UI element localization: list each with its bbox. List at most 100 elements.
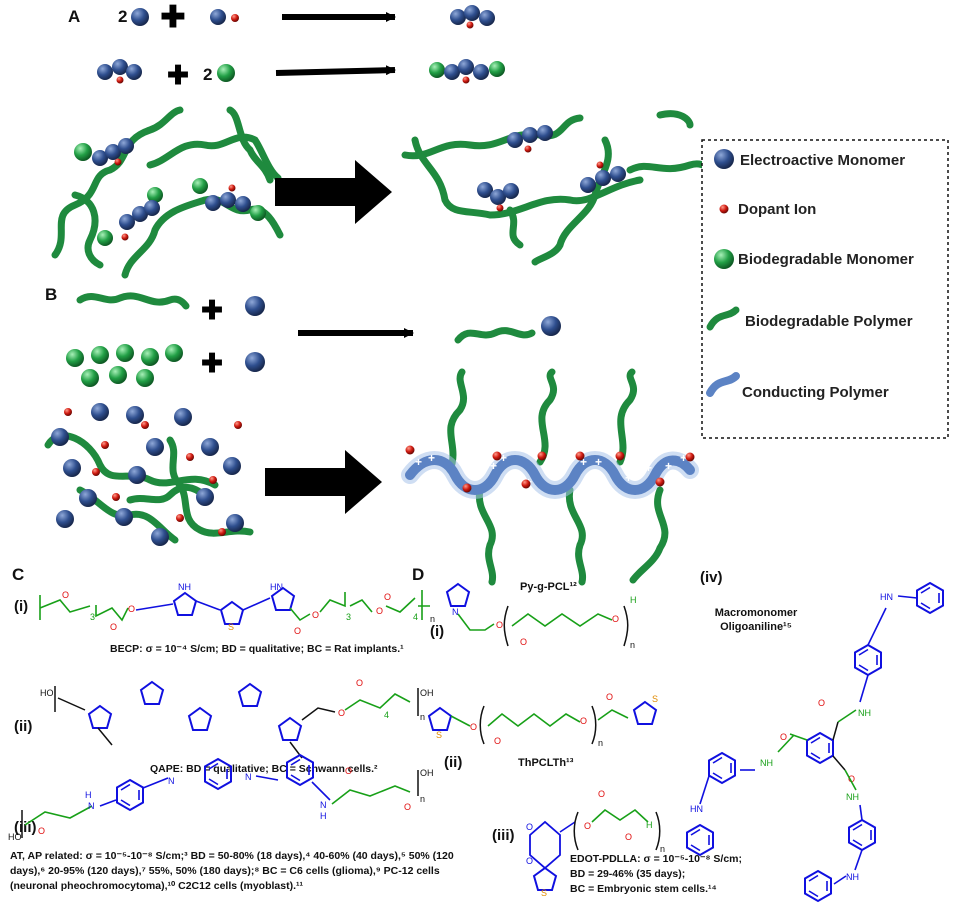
svg-text:n: n	[430, 614, 435, 624]
dopant-ion	[524, 145, 532, 153]
svg-text:O: O	[470, 722, 477, 732]
grafted-chain	[629, 486, 669, 584]
legend-conducting-swatch	[706, 372, 740, 397]
electroactive-monomer	[131, 8, 149, 26]
biodegradable-polymer-chain	[401, 114, 584, 160]
structure-d-ii: S O O O n O S (ii) ThPCLTh¹³	[428, 692, 658, 771]
legend-electroactive-swatch	[714, 149, 734, 169]
legend-dopant-swatch	[719, 204, 729, 214]
electroactive-monomer	[595, 170, 611, 186]
scattered-dopant	[64, 408, 242, 536]
large-reaction-arrow	[275, 160, 392, 224]
electroactive-monomer	[458, 59, 474, 75]
svg-text:NH: NH	[858, 708, 871, 718]
structure-d-i-name: Py-g-PCL¹²	[520, 581, 577, 593]
caption-edot-pdlla: EDOT-PDLLA: σ = 10⁻⁵-10⁻⁸ S/cm; BD = 29-…	[570, 853, 742, 895]
electroactive-monomer	[450, 9, 466, 25]
panel-b-mixture	[44, 403, 254, 546]
svg-text:OH: OH	[420, 768, 434, 778]
svg-text:H: H	[630, 595, 637, 605]
electroactive-monomer	[205, 195, 221, 211]
dopant-ion	[466, 21, 474, 29]
svg-text:H: H	[320, 811, 327, 821]
panel-a-row2: ✚ 2	[97, 59, 505, 90]
panel-label-a: A	[68, 7, 80, 26]
svg-text:S: S	[652, 694, 658, 704]
svg-text:+: +	[415, 455, 422, 469]
svg-text:4: 4	[384, 710, 389, 720]
biodegradable-monomer	[147, 187, 163, 203]
svg-text:n: n	[660, 844, 665, 854]
dopant-ion	[462, 76, 470, 84]
svg-text:H: H	[646, 820, 653, 830]
electroactive-monomer	[444, 64, 460, 80]
biodegradable-polymer-chain	[146, 133, 282, 182]
svg-text:3: 3	[90, 612, 95, 622]
biodegradable-polymer-chain	[71, 191, 104, 269]
plus-sign: ✚	[167, 60, 189, 90]
caption-becp: BECP: σ = 10⁻⁴ S/cm; BD = qualitative; B…	[110, 643, 404, 655]
svg-text:n: n	[598, 738, 603, 748]
svg-text:AT, AP related: σ = 10⁻⁵-10⁻⁸: AT, AP related: σ = 10⁻⁵-10⁻⁸ S/cm;³ BD …	[10, 850, 454, 862]
dopant-ion	[231, 14, 239, 22]
legend-biodeg-polymer-label: Biodegradable Polymer	[745, 313, 913, 330]
svg-text:O: O	[404, 802, 411, 812]
grafted-chain	[565, 486, 587, 586]
electroactive-monomer	[464, 5, 480, 21]
caption-at: AT, AP related: σ = 10⁻⁵-10⁻⁸ S/cm;³ BD …	[10, 850, 454, 892]
coefficient-2: 2	[118, 7, 127, 26]
svg-text:3: 3	[346, 612, 351, 622]
svg-text:O: O	[356, 678, 363, 688]
electroactive-monomer	[118, 138, 134, 154]
electroactive-monomer	[235, 196, 251, 212]
electroactive-monomer	[490, 189, 506, 205]
svg-text:N: N	[245, 772, 252, 782]
svg-text:N: N	[320, 800, 327, 810]
structure-c-i: (i) O 3 O O NH S HN O O 3 O O 4 n	[14, 582, 435, 636]
electroactive-monomer	[610, 166, 626, 182]
panel-a-monomers	[74, 138, 266, 246]
electroactive-monomer	[220, 192, 236, 208]
svg-text:+: +	[490, 459, 497, 473]
electroactive-monomer	[479, 10, 495, 26]
structure-d-i: N O (i) Py-g-PCL¹² O O H n	[430, 581, 637, 650]
panel-label-d: D	[412, 565, 424, 584]
biodegradable-monomer	[217, 64, 235, 82]
structure-c-iii-label: (iii)	[14, 819, 37, 836]
grafted-chain	[616, 368, 638, 466]
panel-a-row1: 2 ✚	[118, 1, 495, 34]
grafted-chain	[475, 486, 497, 586]
svg-text:+: +	[428, 451, 435, 465]
structure-c-i-label: (i)	[14, 598, 28, 615]
svg-text:O: O	[526, 822, 533, 832]
svg-text:O: O	[376, 606, 383, 616]
svg-text:O: O	[128, 604, 135, 614]
structure-c-ii: (ii) HO O O 4 OH n	[14, 678, 434, 759]
svg-text:H: H	[85, 790, 92, 800]
svg-text:NH: NH	[846, 872, 859, 882]
structure-d-ii-label: (ii)	[444, 754, 462, 771]
structure-d-ii-name: ThPCLTh¹³	[518, 757, 574, 769]
legend-conducting-label: Conducting Polymer	[742, 384, 889, 401]
electroactive-monomer	[132, 206, 148, 222]
dopant-ion	[496, 204, 504, 212]
svg-text:+: +	[680, 451, 687, 465]
biodegradable-monomer	[192, 178, 208, 194]
legend-electroactive-label: Electroactive Monomer	[740, 152, 905, 169]
svg-text:days),⁶ 20-95% (120 days),⁷ 55: days),⁶ 20-95% (120 days),⁷ 55%, 50% (18…	[10, 865, 440, 877]
svg-text:S: S	[228, 622, 234, 632]
svg-text:N: N	[168, 776, 175, 786]
svg-text:+: +	[545, 459, 552, 473]
panel-a-product-monomers	[477, 125, 626, 212]
biodegradable-polymer-chain	[531, 136, 612, 266]
svg-text:O: O	[526, 856, 533, 866]
svg-text:O: O	[496, 620, 503, 630]
electroactive-monomer	[473, 64, 489, 80]
legend-biodeg-polymer-swatch	[706, 306, 740, 331]
grafted-chain	[536, 368, 558, 466]
svg-text:+: +	[665, 459, 672, 473]
legend-dopant-label: Dopant Ion	[738, 201, 816, 218]
conducting-polymer	[405, 455, 695, 495]
biodegradable-polymer-chain	[76, 292, 190, 310]
svg-text:S: S	[436, 730, 442, 740]
